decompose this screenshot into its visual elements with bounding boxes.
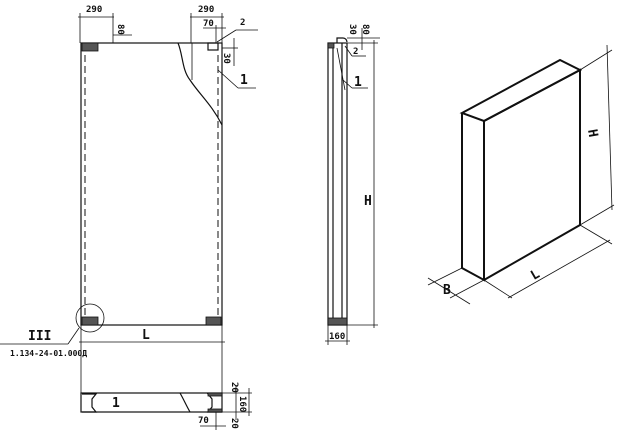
dim-left-width: 290 xyxy=(86,5,102,15)
break-line xyxy=(177,42,223,126)
bottom-callout-1: 1 xyxy=(112,396,120,411)
iso-length-label: L xyxy=(528,267,542,284)
callout-2: 2 xyxy=(240,18,245,28)
lifting-loop-icon xyxy=(336,37,348,43)
dim-right-height: 30 xyxy=(221,53,231,64)
height-label: H xyxy=(364,194,372,209)
detail-mark: III xyxy=(28,329,51,344)
side-view: H 30 80 2 1 160 xyxy=(325,24,380,345)
iso-view: H L B xyxy=(427,44,615,305)
side-callout-1: 1 xyxy=(354,75,362,90)
lifting-loop-icon xyxy=(81,42,99,52)
iso-side-face xyxy=(461,113,485,282)
dim-thickness: 160 xyxy=(237,396,247,412)
side-dim-thickness: 160 xyxy=(329,332,345,342)
iso-height-label: H xyxy=(584,128,600,138)
length-label: L xyxy=(142,328,150,343)
front-view: 290 80 290 70 2 30 1 L III 1.134-24-01.0… xyxy=(0,5,258,393)
dim-bottom: 20 xyxy=(229,418,239,429)
detail-circle xyxy=(75,303,105,333)
iso-top-face xyxy=(459,58,583,123)
dim-80: 80 xyxy=(360,24,370,35)
detail-reference: 1.134-24-01.000Д xyxy=(10,349,87,358)
dim-30: 30 xyxy=(347,24,357,35)
panel-outline xyxy=(80,42,223,326)
dim-left-height: 80 xyxy=(115,24,125,35)
iso-thickness-label: B xyxy=(443,283,451,298)
bottom-view: 1 20 160 20 70 xyxy=(80,382,252,430)
embedded-part-icon xyxy=(207,42,219,51)
lifting-loop-icon xyxy=(205,316,222,326)
dim-right-inner: 70 xyxy=(203,19,214,29)
dim-width: 70 xyxy=(198,416,209,426)
callout-1: 1 xyxy=(240,73,248,88)
dim-top: 20 xyxy=(229,382,239,393)
dim-right-width: 290 xyxy=(198,5,214,15)
lifting-loop-icon xyxy=(81,316,99,326)
side-callout-2: 2 xyxy=(353,47,358,57)
iso-front-face xyxy=(483,68,581,281)
